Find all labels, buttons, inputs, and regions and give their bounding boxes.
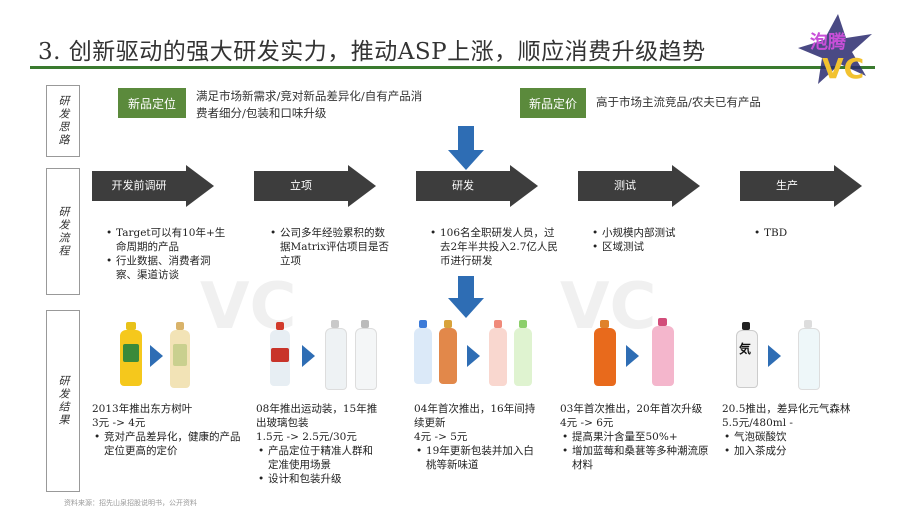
idea-badge-positioning: 新品定位	[118, 88, 186, 118]
process-step-approval: 立项	[254, 165, 376, 207]
side-label-idea: 研发思路	[46, 85, 80, 157]
idea-text-positioning: 满足市场新需求/竞对新品差异化/自有产品消 费者细分/包装和口味升级	[196, 89, 423, 120]
title-rule	[30, 66, 875, 69]
page-title: 3. 创新驱动的强大研发实力，推动ASP上涨，顺应消费升级趋势	[38, 39, 706, 65]
svg-text:VC: VC	[822, 52, 864, 85]
result-text-5: 20.5推出，差异化元气森林 5.5元/480ml - 气泡碳酸饮 加入茶成分	[722, 402, 862, 458]
process-bullets-rd: 106名全职研发人员，过去2年半共投入2.7亿人民币进行研发	[428, 226, 562, 268]
result-text-2: 08年推出运动装，15年推出玻璃包装 1.5元 -> 2.5元/30元 产品定位…	[256, 402, 382, 486]
arrow-right-icon-3	[467, 345, 480, 367]
process-step-rd: 研发	[416, 165, 538, 207]
arrow-right-icon-2	[302, 345, 315, 367]
side-label-result: 研发结果	[46, 310, 80, 492]
arrow-right-icon-5	[768, 345, 781, 367]
result-text-3: 04年首次推出，16年间持续更新 4元 -> 5元 19年更新包装并加入白桃等新…	[414, 402, 538, 472]
result-text-1: 2013年推出东方树叶 3元 -> 4元 竞对产品差异化，健康的产品定位更高的定…	[92, 402, 242, 458]
idea-text-pricing: 高于市场主流竞品/农夫已有产品	[596, 95, 761, 109]
brand-logo: 泡腾 VC	[798, 14, 872, 85]
process-bullets-approval: 公司多年经验累积的数据Matrix评估项目是否立项	[268, 226, 390, 268]
process-bullets-production: TBD	[752, 226, 864, 240]
down-arrow-icon-mid	[448, 276, 484, 318]
process-step-research: 开发前调研	[92, 165, 214, 207]
arrow-right-icon-4	[626, 345, 639, 367]
down-arrow-icon-top	[448, 126, 484, 170]
svg-text:泡腾: 泡腾	[810, 31, 847, 53]
result-text-4: 03年首次推出，20年首次升级 4元 -> 6元 提高果汁含量至50%+ 增加蓝…	[560, 402, 710, 472]
idea-badge-pricing: 新品定价	[520, 88, 586, 118]
process-step-testing: 测试	[578, 165, 700, 207]
process-bullets-research: Target可以有10年+生命周期的产品 行业数据、消费者洞察、渠道访谈	[104, 226, 228, 282]
source-footnote: 资料来源：招先山泉招股说明书，公开资料	[64, 499, 197, 507]
process-bullets-testing: 小规模内部测试 区域测试	[590, 226, 722, 254]
side-label-process: 研发流程	[46, 168, 80, 295]
arrow-right-icon-1	[150, 345, 163, 367]
process-step-production: 生产	[740, 165, 862, 207]
